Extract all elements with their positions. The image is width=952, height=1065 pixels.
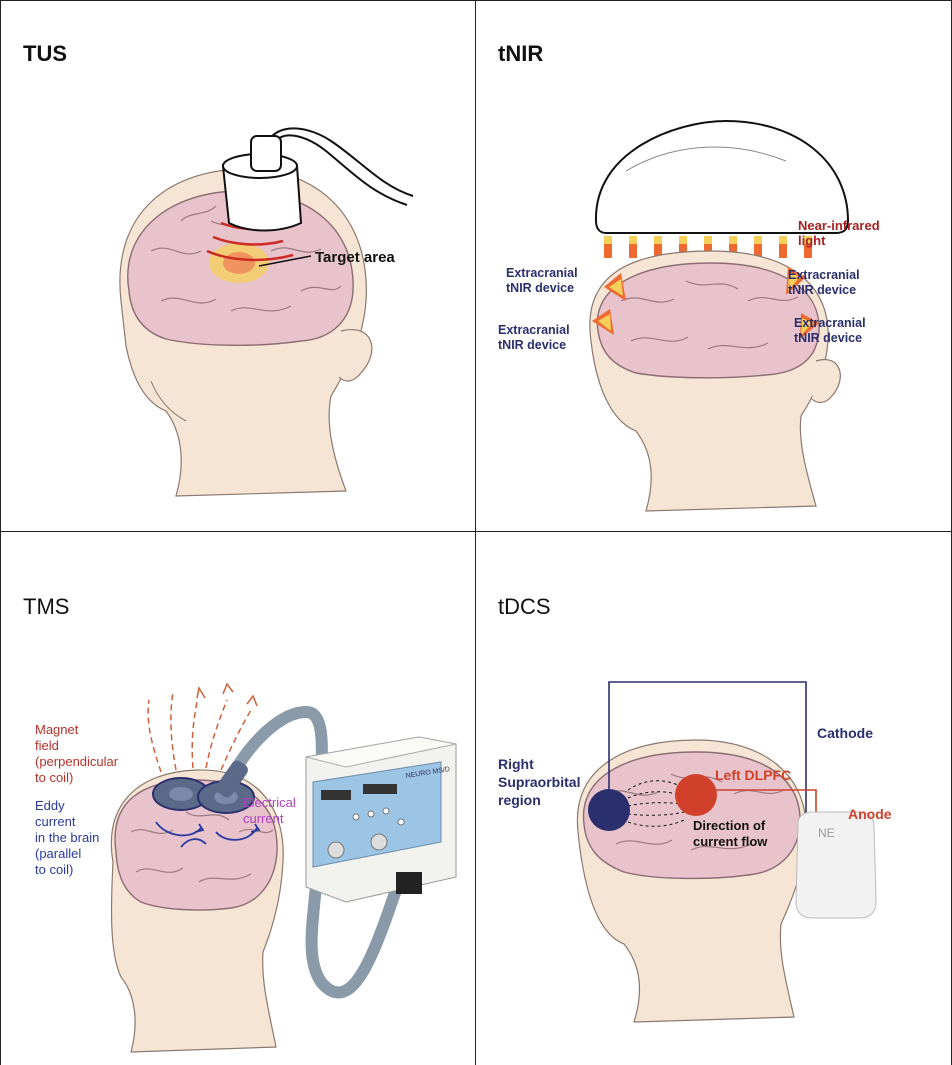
tnir-illustration: Near-infrared light Extracranial [476,1,952,533]
cathode-label: Cathode [817,725,873,741]
current-flow-label: Direction of current flow [693,818,769,849]
tnir-panel: tNIR [476,0,952,532]
tdcs-stimulator-device: NE [796,812,876,918]
target-area-label: Target area [315,249,395,266]
brain [597,263,819,378]
tms-panel: TMS [0,532,476,1065]
eddy-current-label: Eddy current in the brain (parallel to c… [35,798,103,877]
tnir-helmet [596,121,848,233]
tnir-device-label-2: Extracranial tNIR device [498,323,573,352]
left-dlpfc-label: Left DLPFC [715,767,791,783]
tnir-device-label-3: Extracranial tNIR device [788,268,863,297]
anode-label: Anode [848,806,892,822]
tus-illustration: Target area [1,1,477,533]
tdcs-illustration: NE Cathode Anode Right Supraorbital regi… [476,532,952,1065]
cathode-electrode [588,789,630,831]
tdcs-panel: tDCS NE [476,532,952,1065]
tms-figure8-coil [153,758,254,813]
electrical-current-label: Electrical current [243,795,299,826]
tus-panel: TUS Target area [0,0,476,532]
tms-illustration: NEURO MS/D Magnet field (perpendicular t… [1,532,477,1065]
tnir-device-label-1: Extracranial tNIR device [506,266,581,295]
tdcs-device-text: NE [818,826,835,840]
right-supraorbital-label: Right Supraorbital region [498,756,584,808]
tms-stimulator-device: NEURO MS/D [306,737,456,902]
anode-electrode [675,774,717,816]
tnir-device-label-4: Extracranial tNIR device [794,316,869,345]
magnet-field-label: Magnet field (perpendicular to coil) [35,722,122,785]
